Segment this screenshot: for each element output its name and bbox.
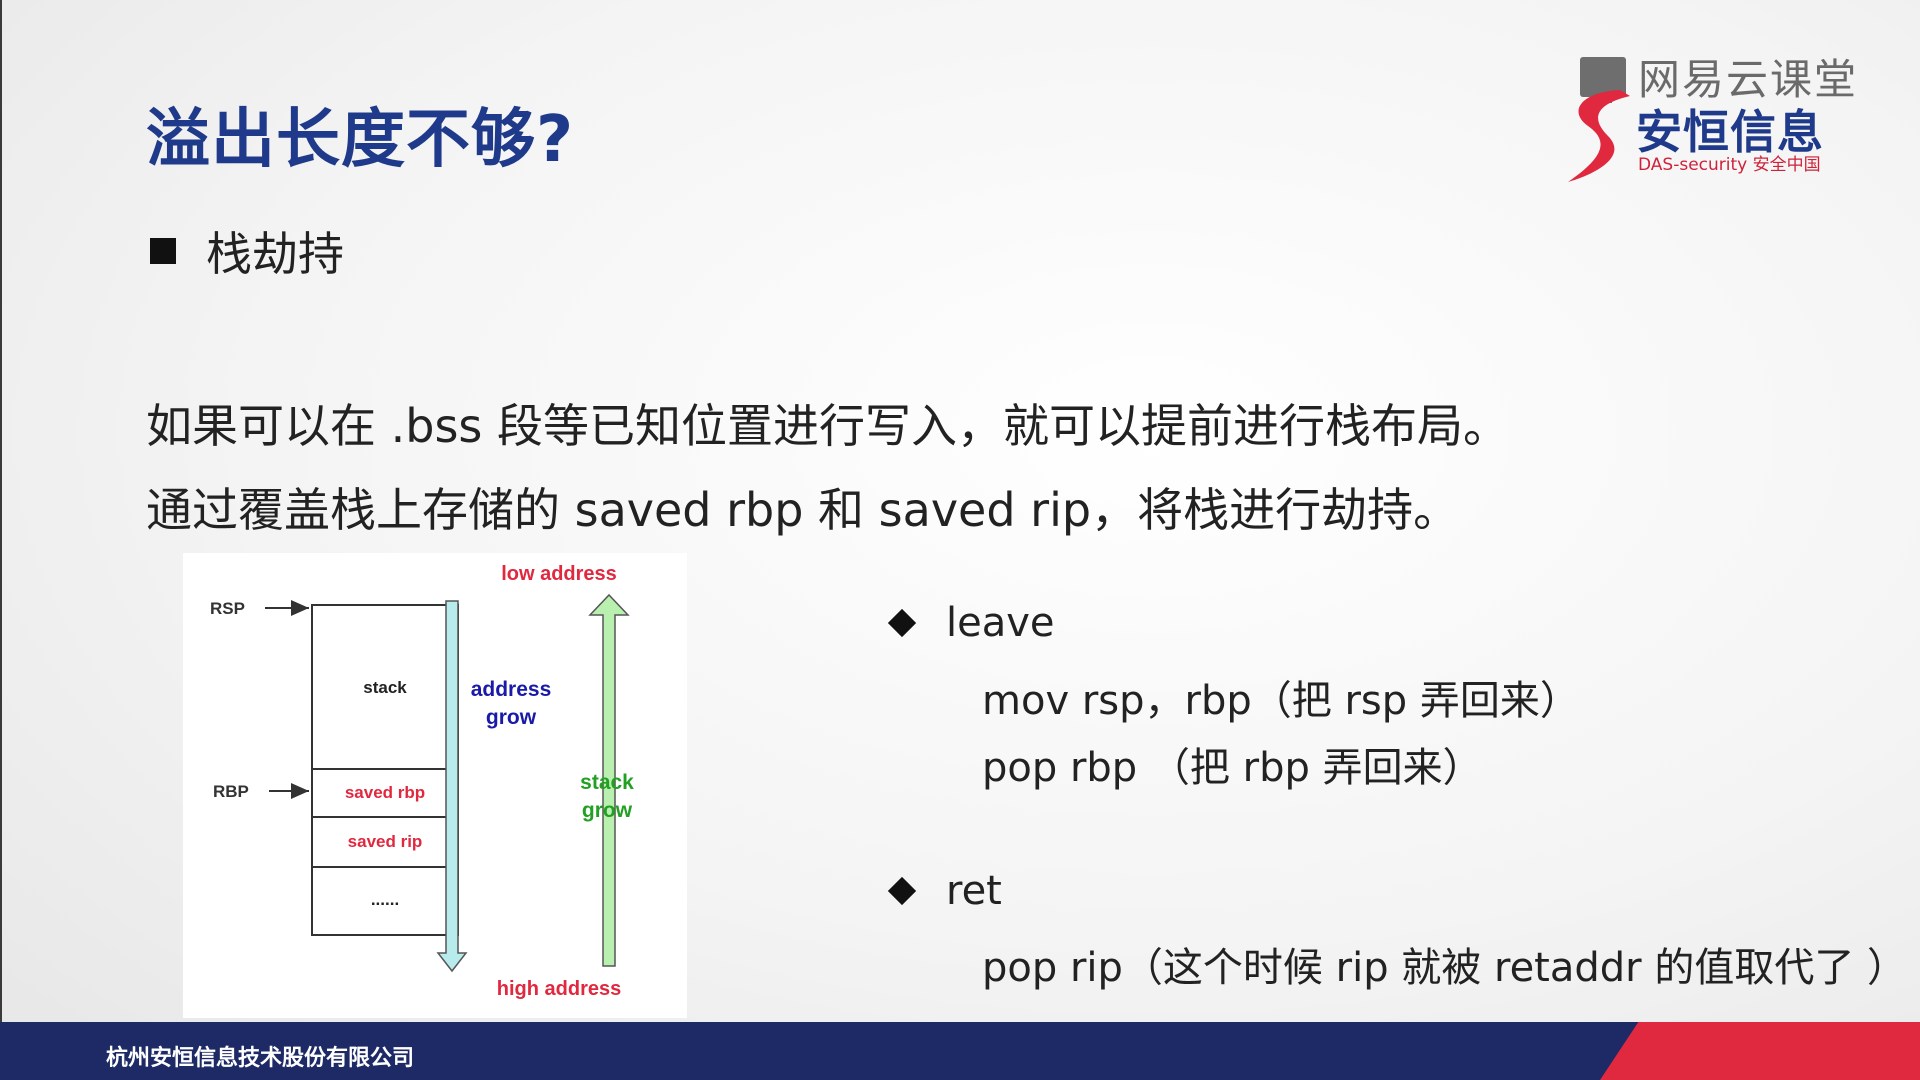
ellipsis-cell — [311, 866, 459, 936]
address-grow-label-1: address — [471, 678, 552, 701]
cell-ellipsis-text: ...... — [371, 890, 399, 909]
square-bullet-icon — [150, 238, 176, 264]
cell-stack-text: stack — [363, 678, 407, 697]
list-item-label: ret — [946, 868, 1002, 914]
address-grow-arrow — [436, 600, 468, 973]
saved-rip-cell — [311, 816, 459, 868]
low-address-label: low address — [501, 563, 617, 585]
list-item-leave: leave — [887, 600, 1055, 646]
stack-diagram-svg: low address high address RSP RBP stack s… — [210, 563, 634, 1000]
cell-saved-rbp-text: saved rbp — [345, 783, 425, 802]
bullet-text: 栈劫持 — [206, 227, 344, 281]
netease-logo: 网易云课堂 — [1580, 46, 1858, 107]
rbp-label: RBP — [213, 782, 249, 801]
list-item-line: pop rbp （把 rbp 弄回来） — [982, 745, 1483, 791]
footer-company: 杭州安恒信息技术股份有限公司 — [106, 1046, 415, 1071]
stack-grow-label-2: grow — [582, 799, 633, 822]
list-item-line: pop rip（这个时候 rip 就被 retaddr 的值取代了 ） — [982, 945, 1908, 991]
rsp-label: RSP — [210, 599, 245, 618]
bullet-row: 栈劫持 — [150, 218, 344, 284]
stack-grow-label-1: stack — [580, 771, 634, 794]
list-item-ret: ret — [887, 868, 1002, 914]
slide-left-edge — [0, 0, 2, 1022]
slide-title: 溢出长度不够? — [146, 103, 575, 177]
footer-accent — [1600, 1022, 1920, 1080]
brand-tagline: DAS-security 安全中国 — [1638, 155, 1821, 175]
list-item-label: leave — [946, 600, 1055, 646]
address-grow-label-2: grow — [486, 706, 537, 729]
cell-saved-rip-text: saved rip — [348, 832, 423, 851]
list-item-line: mov rsp，rbp（把 rsp 弄回来） — [982, 678, 1580, 724]
footer-bar — [0, 1022, 1920, 1080]
stack-cell — [311, 604, 459, 770]
diamond-bullet-icon — [887, 876, 917, 906]
paragraph-1: 如果可以在 .bss 段等已知位置进行写入，就可以提前进行栈布局。 — [146, 399, 1509, 453]
platform-name: 网易云课堂 — [1638, 55, 1859, 104]
high-address-label: high address — [497, 978, 621, 1000]
stack-diagram: low address high address RSP RBP stack s… — [183, 553, 687, 1018]
diamond-bullet-icon — [887, 608, 917, 638]
brand-name: 安恒信息 — [1636, 105, 1824, 159]
paragraph-2: 通过覆盖栈上存储的 saved rbp 和 saved rip，将栈进行劫持。 — [146, 483, 1460, 537]
stack-grow-arrow — [588, 593, 630, 967]
brand-s-logo-icon — [1568, 90, 1630, 182]
